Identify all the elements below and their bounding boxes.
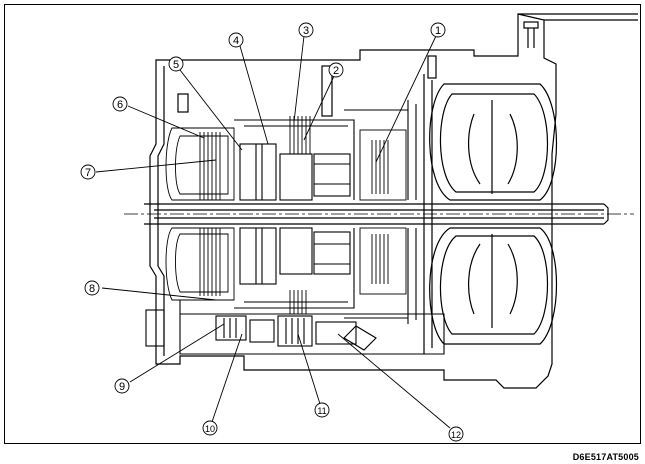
callout-label-10: 10 [205,424,215,434]
leader-7 [95,159,217,173]
leader-2 [303,75,335,141]
callout-label-4: 4 [233,35,239,47]
leader-1 [375,35,437,163]
leader-6 [127,105,205,139]
callout-label-11: 11 [317,406,326,416]
callout-circle-11 [314,402,330,418]
callout-circle-2 [328,62,344,78]
callout-label-5: 5 [173,59,179,71]
leader-lines [95,35,451,429]
callout-circle-7 [80,164,96,180]
leader-4 [239,45,269,145]
callout-circle-5 [168,56,184,72]
callout-circle-6 [112,96,128,112]
housing [149,13,638,389]
callout-label-7: 7 [85,167,91,179]
callout-circle-3 [298,22,314,38]
callout-circle-8 [84,280,100,296]
leader-9 [129,323,225,383]
callout-circle-12 [448,426,464,442]
callout-label-2: 2 [333,65,339,77]
leader-5 [179,69,243,151]
callout-circle-4 [228,32,244,48]
leader-12 [337,333,451,429]
callout-circle-1 [430,22,446,38]
main-shaft [144,203,609,225]
callout-label-1: 1 [435,25,441,37]
callout-circle-9 [114,378,130,394]
diagram-frame: 1 2 3 4 5 6 7 8 9 10 11 12 [4,4,641,444]
leader-3 [293,35,305,123]
callout-labels: 1 2 3 4 5 6 7 8 9 10 11 12 [85,25,461,440]
leader-11 [297,333,321,405]
clutch-packs [165,116,407,314]
leader-8 [101,287,217,301]
callout-label-8: 8 [89,283,95,295]
callout-label-3: 3 [303,25,309,37]
transfer-section [145,300,445,355]
leader-10 [211,333,243,423]
callout-label-9: 9 [119,381,125,393]
gear-sets [234,100,417,324]
transmission-cross-section: 1 2 3 4 5 6 7 8 9 10 11 12 [4,4,641,444]
callout-circle-10 [202,420,218,436]
frame-border [4,4,641,444]
callouts [80,22,464,442]
torque-converter [423,74,558,354]
callout-label-6: 6 [117,99,123,111]
callout-label-12: 12 [451,430,461,440]
diagram-code-label: D6E517AT5005 [572,452,639,462]
